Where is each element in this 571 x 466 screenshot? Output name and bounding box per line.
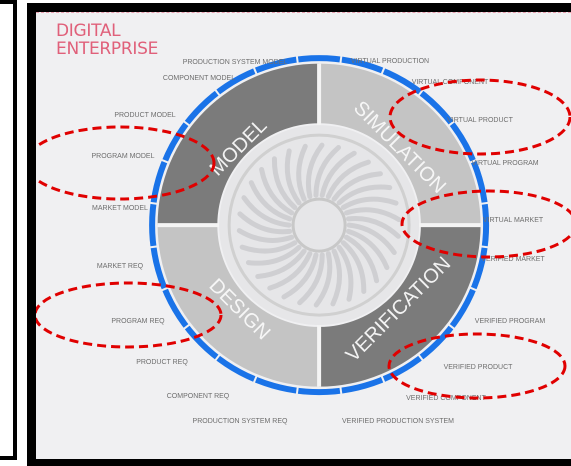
- slide-canvas: DIGITAL ENTERPRISE MODEL SIMULATION VERI…: [36, 12, 571, 459]
- label-verified-production-system: VERIFIED PRODUCTION SYSTEM: [342, 418, 454, 425]
- turbine-blade: [336, 244, 354, 302]
- turbine-blade: [305, 142, 325, 200]
- turbine-blade: [346, 222, 397, 256]
- turbine-blade: [345, 215, 401, 239]
- turbine-blade: [345, 228, 390, 271]
- label-market-model: MARKET MODEL: [92, 205, 148, 212]
- ring-divider: [182, 119, 192, 128]
- turbine-blade: [271, 156, 298, 210]
- ring-divider: [479, 201, 490, 205]
- turbine-blade: [313, 251, 333, 308]
- highlight-program-model: [36, 125, 216, 201]
- turbine-blade: [297, 252, 325, 306]
- turbine-blade: [248, 180, 293, 222]
- turbine-blade: [236, 228, 295, 243]
- label-component-req: COMPONENT REQ: [167, 393, 230, 400]
- ring-divider: [213, 353, 222, 363]
- turbine-blade: [296, 143, 308, 202]
- label-product-req: PRODUCT REQ: [136, 359, 188, 366]
- label-component-model: COMPONENT MODEL: [163, 75, 235, 82]
- highlight-verified-product: [387, 332, 567, 400]
- ring-divider: [213, 88, 222, 98]
- turbine-blade: [313, 144, 342, 198]
- quadrant-design: [157, 225, 320, 387]
- ring-divider: [468, 158, 479, 165]
- label-program-model: PROGRAM MODEL: [91, 153, 154, 160]
- ring-divider: [447, 322, 457, 331]
- turbine-blade: [336, 184, 393, 206]
- blue-ring: [149, 55, 490, 396]
- ring-divider: [159, 286, 170, 292]
- turbine-blade: [281, 252, 319, 300]
- ring-divider: [252, 65, 259, 76]
- label-production-system-req: PRODUCTION SYSTEM REQ: [193, 418, 288, 425]
- top-divider: [36, 12, 571, 13]
- digital-enterprise-wheel: MODEL SIMULATION VERIFICATION DESIGN PRO…: [36, 54, 571, 425]
- ring-divider: [252, 374, 259, 385]
- ring-divider: [416, 353, 425, 363]
- turbine-blade: [255, 248, 307, 279]
- ring-divider: [380, 374, 386, 385]
- turbine-blade: [267, 251, 313, 291]
- turbine-blade: [344, 207, 402, 223]
- turbine-blade: [239, 240, 298, 254]
- label-virtual-market: VIRTUAL MARKET: [483, 217, 544, 224]
- quadrant-verification: [319, 225, 481, 387]
- highlight-virtual-market: [400, 189, 571, 259]
- turbine-blade: [340, 196, 399, 210]
- inner-ring: [227, 133, 411, 317]
- turbine-blade: [284, 148, 302, 206]
- highlight-program-req: [36, 281, 223, 349]
- turbine-blade: [330, 248, 343, 307]
- ring-divider: [339, 54, 343, 65]
- label-product-model: PRODUCT MODEL: [114, 112, 175, 119]
- label-virtual-product: VIRTUAL PRODUCT: [447, 117, 513, 124]
- ring-divider: [447, 119, 457, 128]
- ring-divider: [339, 385, 343, 396]
- ring-divider: [479, 245, 490, 249]
- ring-divider: [295, 54, 299, 65]
- ring-divider: [468, 286, 479, 292]
- ring-divider: [148, 245, 159, 249]
- highlight-virtual-product: [388, 78, 571, 156]
- label-verified-product: VERIFIED PRODUCT: [444, 364, 514, 371]
- left-panel: [0, 0, 17, 460]
- turbine-blade: [241, 195, 292, 228]
- label-verified-component: VERIFIED COMPONENT: [406, 395, 486, 402]
- turbine-icon: [236, 142, 402, 308]
- turbine-blade: [319, 150, 357, 198]
- label-verified-market: VERIFIED MARKET: [481, 256, 545, 263]
- turbine-blade: [325, 159, 371, 200]
- label-market-req: MARKET REQ: [97, 263, 144, 270]
- turbine-blade: [237, 211, 293, 235]
- title-line-2: ENTERPRISE: [56, 39, 159, 59]
- ring-divider: [380, 65, 386, 76]
- turbine-blade: [331, 171, 383, 202]
- turbine-blade: [340, 240, 367, 294]
- turbine-blade: [344, 234, 380, 284]
- label-verified-program: VERIFIED PROGRAM: [475, 318, 546, 325]
- quadrant-model: [157, 63, 320, 226]
- label-virtual-production: VIRTUAL PRODUCTION: [351, 58, 429, 65]
- label-production-system-model: PRODUCTION SYSTEM MODEL: [183, 59, 288, 66]
- label-program-req: PROGRAM REQ: [111, 318, 165, 325]
- turbine-hub: [291, 197, 347, 253]
- title-line-1: DIGITAL: [56, 21, 121, 41]
- ring-divider: [148, 201, 159, 205]
- ring-divider: [295, 385, 299, 396]
- turbine-blade: [259, 166, 295, 216]
- ring-segment-dividers: [148, 54, 490, 396]
- turbine-blade: [245, 244, 302, 266]
- quadrant-simulation: [319, 63, 481, 226]
- label-virtual-program: VIRTUAL PROGRAM: [471, 160, 538, 167]
- ring-divider: [182, 322, 192, 331]
- ring-divider: [159, 158, 170, 165]
